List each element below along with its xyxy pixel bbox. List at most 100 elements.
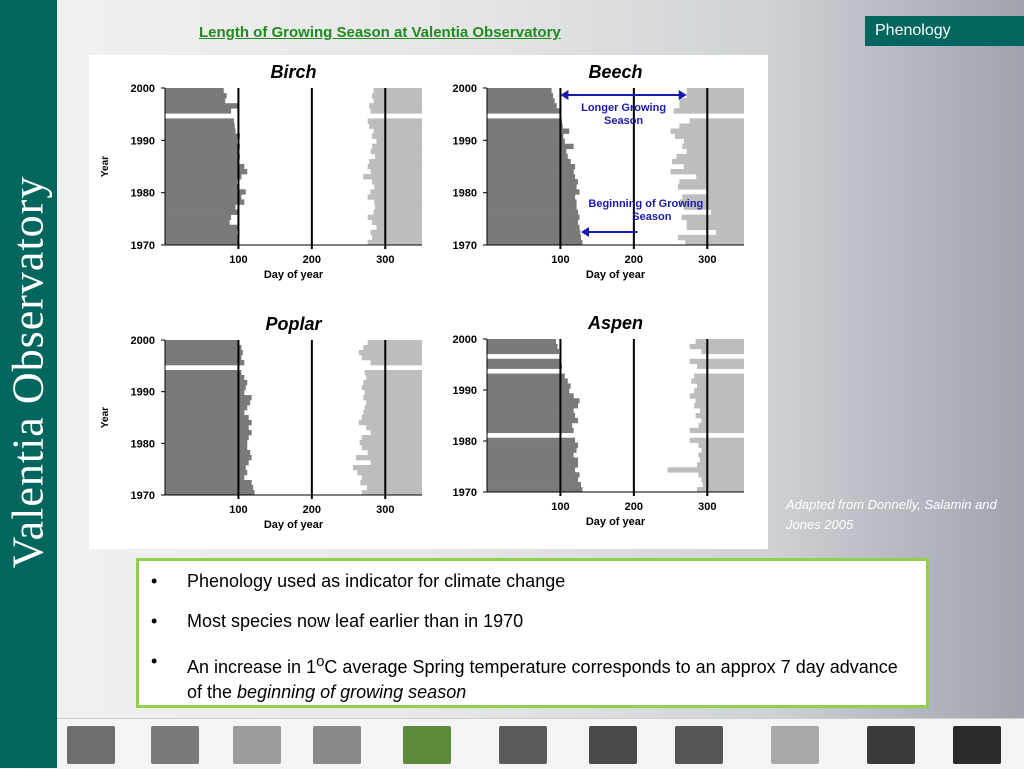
x-tick-label: 300 [698,254,716,266]
leaf-out-bar [487,143,574,150]
leaf-out-bar [487,417,579,424]
leaf-fall-bar [374,184,422,190]
leaf-out-bar [165,98,226,104]
leaf-fall-bar [701,447,744,453]
leaf-fall-bar [697,487,744,493]
annotation-longer-season: Longer Growing [581,102,666,114]
sidebar: Valentia Observatory [0,0,57,768]
leaf-out-bar [165,153,240,160]
leaf-out-bar [487,398,580,404]
sidebar-title: Valentia Observatory [3,175,53,569]
x-tick-label: 100 [551,501,569,513]
leaf-fall-bar [691,378,744,384]
leaf-fall-bar [370,229,422,236]
arrow-head-left [560,90,569,100]
leaf-out-bar [487,204,577,210]
citation: Adapted from Donnelly, Salamin and Jones… [786,497,997,532]
bullet-item: • Most species now leaf earlier than in … [151,609,912,634]
bullet-item: • Phenology used as indicator for climat… [151,569,912,594]
leaf-fall-bar [363,174,422,180]
leaf-fall-bar [369,123,422,129]
leaf-fall-bar [367,194,422,200]
forest-photo-icon [675,726,723,764]
leaf-out-bar [165,163,245,170]
leaf-fall-bar [716,229,744,236]
leaf-out-bar [487,153,568,160]
annotation-longer-season: Season [604,115,643,127]
leaf-fall-bar [698,472,744,478]
leaf-out-bar [165,430,252,436]
leaf-fall-bar [701,417,744,424]
leaf-out-bar [165,470,248,476]
leaf-out-bar [165,340,239,346]
leaf-out-bar [487,467,576,473]
leaf-fall-bar [679,123,744,129]
leaf-fall-bar [361,385,422,391]
leaf-fall-bar [367,163,422,170]
leaf-fall-bar [352,465,422,471]
leaf-out-bar [487,108,561,114]
leaf-out-bar [487,437,576,443]
leaf-out-bar [487,209,579,215]
leaf-fall-bar [367,118,422,124]
leaf-fall-bar [364,370,422,376]
leaf-fall-bar [361,435,422,441]
leaf-fall-bar [364,390,422,396]
leaf-fall-bar [686,88,744,94]
leaf-fall-bar [689,437,744,443]
tube-photo-icon [867,726,915,764]
bullet-dot: • [151,571,158,591]
leaf-fall-bar [370,360,422,366]
leaf-fall-bar [376,224,422,231]
section-tab-label: Phenology [875,22,951,39]
leaf-out-bar [487,348,559,355]
x-tick-label: 200 [625,254,643,266]
leaf-out-bar [165,455,252,461]
leaf-fall-bar [366,400,422,406]
leaf-out-bar [487,148,567,155]
leaf-out-bar [487,408,574,414]
leaf-out-bar [487,128,570,134]
leaf-out-bar [165,143,240,150]
leaf-fall-bar [364,405,422,411]
leaf-fall-bar [361,475,422,481]
leaf-fall-bar [679,179,744,185]
leaf-out-bar [487,234,581,241]
leaf-fall-bar [366,425,422,431]
leaf-out-bar [165,209,239,215]
x-axis-label: Day of year [264,269,324,281]
leaf-out-bar [165,425,249,431]
leaf-fall-bar [363,395,422,401]
leaf-fall-bar [694,403,744,409]
leaf-fall-bar [686,224,744,231]
leaf-out-bar [165,184,239,190]
leaf-out-bar [165,445,248,451]
instrument-photo-icon [313,726,361,764]
leaf-fall-bar [698,442,744,448]
leaf-fall-bar [683,204,744,210]
bullet-dot: • [151,651,158,671]
leaf-out-bar [165,460,249,466]
leaf-fall-bar [697,462,744,468]
leaf-out-bar [165,475,245,481]
leaf-out-bar [487,413,576,419]
leaf-fall-bar [679,103,744,109]
leaf-fall-bar [701,477,744,483]
leaf-out-bar [165,133,240,139]
leaf-fall-bar [695,339,744,345]
leaf-out-bar [165,169,248,175]
y-tick-label: 2000 [131,335,155,347]
leaf-fall-bar [689,427,744,434]
leaf-fall-bar [360,480,422,486]
y-tick-label: 1980 [453,188,477,200]
leaf-fall-bar [694,373,744,379]
bottom-image-strip [57,718,1024,769]
leaf-fall-bar [374,199,422,205]
leaf-out-bar [487,388,570,394]
leaf-out-bar [165,390,245,396]
leaf-fall-bar [363,380,422,386]
leaf-out-bar [487,229,581,236]
x-tick-label: 200 [303,254,321,266]
leaf-out-bar [165,93,227,99]
leaf-out-bar [165,405,248,411]
